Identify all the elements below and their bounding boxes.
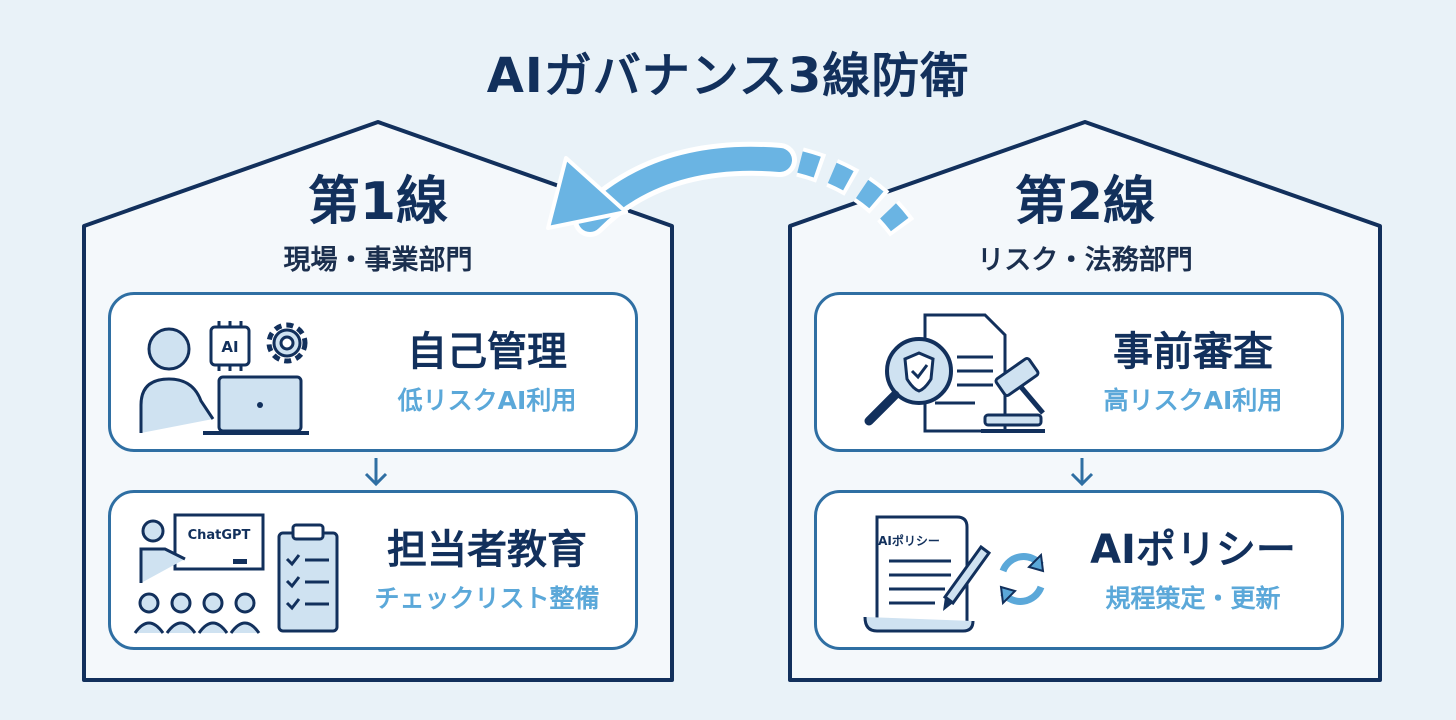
card-main-label: 自己管理 [407, 329, 567, 375]
card-main-label: 事前審査 [1113, 329, 1273, 375]
curved-arrow-icon [546, 141, 918, 241]
card-sub-label: チェックリスト整備 [374, 584, 600, 613]
gavel-icon [981, 357, 1045, 433]
line-2-heading: 第2線 リスク・法務部門 [875, 172, 1295, 277]
card-main-label: 担当者教育 [387, 527, 587, 573]
review-gavel-icon [864, 313, 1045, 433]
card-staff-education: ChatGPT 担当者教育 チェックリスト整備 [108, 490, 638, 650]
line-1-heading: 第1線 現場・事業部門 [168, 172, 588, 277]
magnifier-icon [864, 337, 953, 426]
card-sub-label: 低リスクAI利用 [397, 386, 577, 415]
policy-scroll-label: AIポリシー [878, 533, 940, 548]
person-laptop-icon: AI [139, 321, 309, 435]
ai-chip-label: AI [221, 338, 238, 356]
pen-icon [942, 544, 992, 611]
gear-icon [266, 322, 308, 364]
shield-icon [903, 351, 935, 393]
card-pre-review: 事前審査 高リスクAI利用 [814, 292, 1344, 452]
down-arrow-icon [364, 458, 388, 487]
card-ai-policy: AIポリシー AIポリシー 規程策定・更新 [814, 490, 1344, 650]
refresh-icon [999, 552, 1045, 606]
card-sub-label: 規程策定・更新 [1105, 584, 1281, 613]
line-2-subtitle: リスク・法務部門 [977, 245, 1193, 276]
policy-scroll-icon: AIポリシー [863, 515, 1045, 633]
checklist-icon [277, 523, 339, 633]
line-1-subtitle: 現場・事業部門 [283, 245, 473, 276]
card-main-label: AIポリシー [1090, 527, 1296, 573]
line-1-title: 第1線 [307, 172, 449, 232]
down-arrow-icon [1070, 458, 1094, 487]
line-2-title: 第2線 [1014, 172, 1156, 232]
card-sub-label: 高リスクAI利用 [1103, 386, 1283, 415]
chatgpt-board-label: ChatGPT [188, 528, 251, 543]
card-self-management: AI 自己管理 低リスクAI利用 [108, 292, 638, 452]
teacher-board-icon: ChatGPT [133, 513, 339, 634]
page-title: AIガバナンス3線防衛 [486, 48, 970, 104]
